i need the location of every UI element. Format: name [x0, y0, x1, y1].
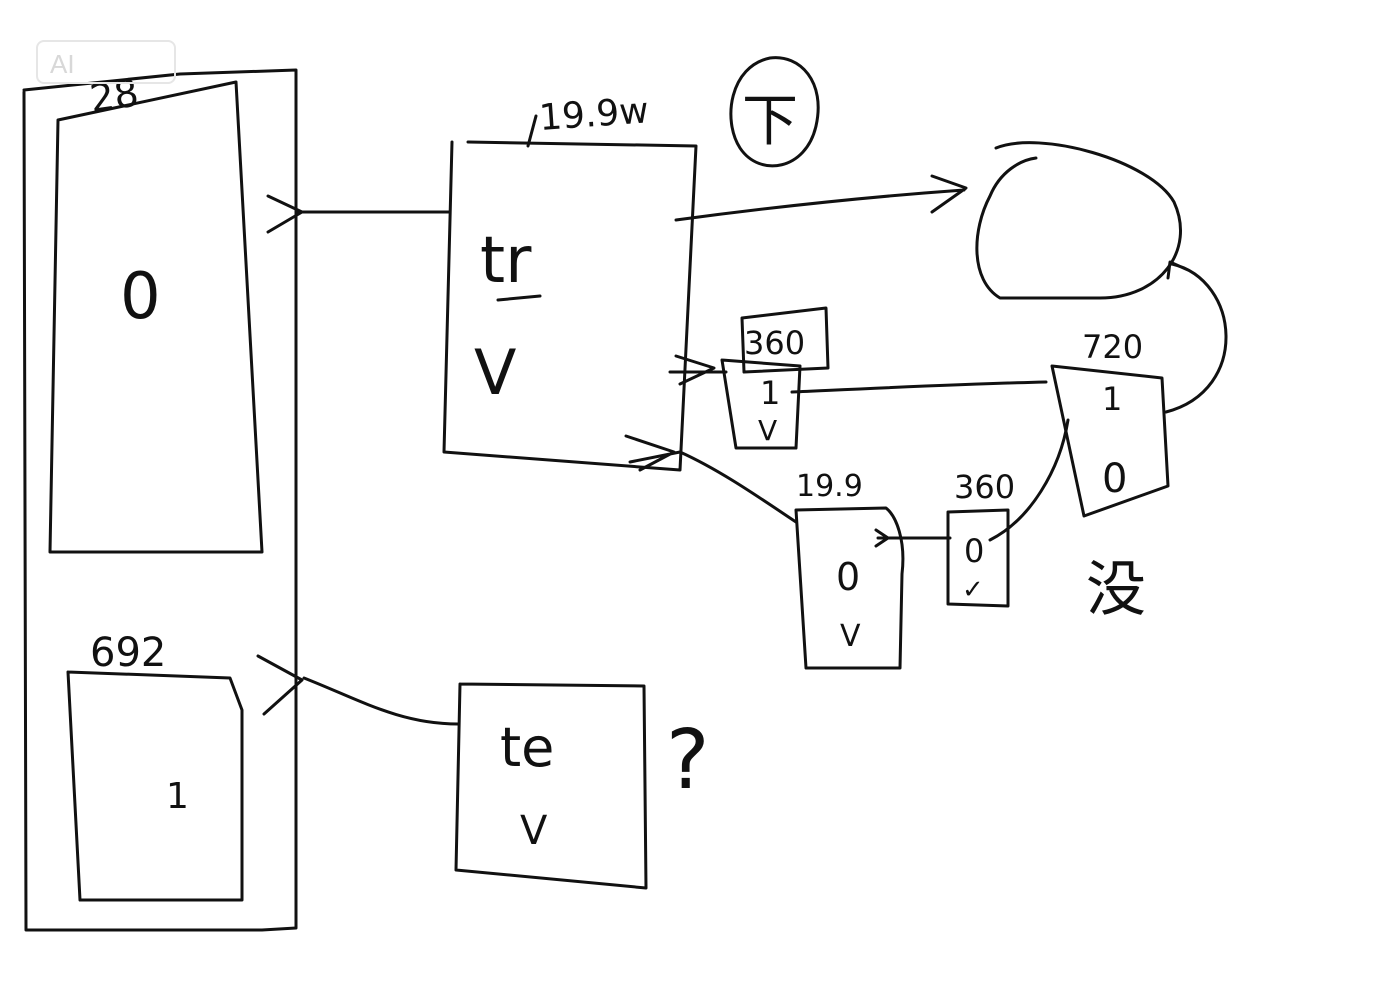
block-19-9-check: V	[840, 619, 861, 654]
tr-number-tick	[526, 114, 538, 148]
te-block-label: te	[500, 716, 554, 779]
arrow-to-target	[674, 174, 968, 222]
circled-character: 下	[742, 89, 798, 154]
tr-block-label: tr	[480, 224, 532, 298]
te-question-mark: ?	[666, 713, 710, 808]
circle-mark	[729, 56, 820, 168]
link-small-1-to-720	[790, 380, 1048, 394]
small-block-3-check: ✓	[962, 575, 984, 605]
te-block-check: V	[520, 808, 548, 854]
arrow-to-small-block-1	[668, 354, 728, 386]
arrow-to-tr	[266, 194, 452, 234]
watermark-logo: AI	[36, 40, 176, 84]
small-block-3-value: 0	[964, 532, 984, 570]
tr-block-check: V	[474, 336, 516, 409]
arrow-to-block-19-9	[624, 434, 798, 524]
block-19-9-number: 19.9	[796, 469, 863, 504]
top-inner-block	[48, 80, 264, 554]
block-19-9-value: 0	[836, 555, 860, 599]
block-720-top: 1	[1102, 380, 1122, 418]
small-block-3	[946, 508, 1010, 608]
tr-block-number: 19.9w	[538, 90, 650, 139]
bottom-block-value: 1	[166, 776, 189, 817]
small-block-1-check: V	[758, 414, 777, 447]
block-720	[1050, 364, 1170, 518]
te-block	[454, 682, 648, 890]
arrow-720-to-ellipse	[1164, 260, 1228, 414]
link-360-to-720	[988, 418, 1070, 542]
bottom-block-number: 692	[90, 630, 166, 676]
tr-underline	[496, 294, 542, 302]
small-block-1-number: 360	[744, 324, 805, 362]
small-block-3-number: 360	[954, 468, 1015, 506]
tr-block	[442, 140, 698, 472]
left-container	[22, 68, 298, 932]
note-character: 没	[1086, 555, 1146, 625]
small-block-1-value: 1	[760, 374, 780, 412]
top-block-number: 28	[87, 71, 141, 121]
link-19-9-to-360	[874, 528, 952, 548]
arrow-to-te	[256, 654, 460, 726]
small-block-1-label-box	[740, 306, 830, 374]
top-block-value: 0	[120, 260, 161, 334]
target-ellipse	[975, 141, 1182, 300]
bottom-inner-block	[66, 670, 244, 902]
block-720-number: 720	[1082, 328, 1143, 366]
small-block-1	[720, 358, 802, 450]
block-720-bottom: 0	[1102, 456, 1127, 502]
